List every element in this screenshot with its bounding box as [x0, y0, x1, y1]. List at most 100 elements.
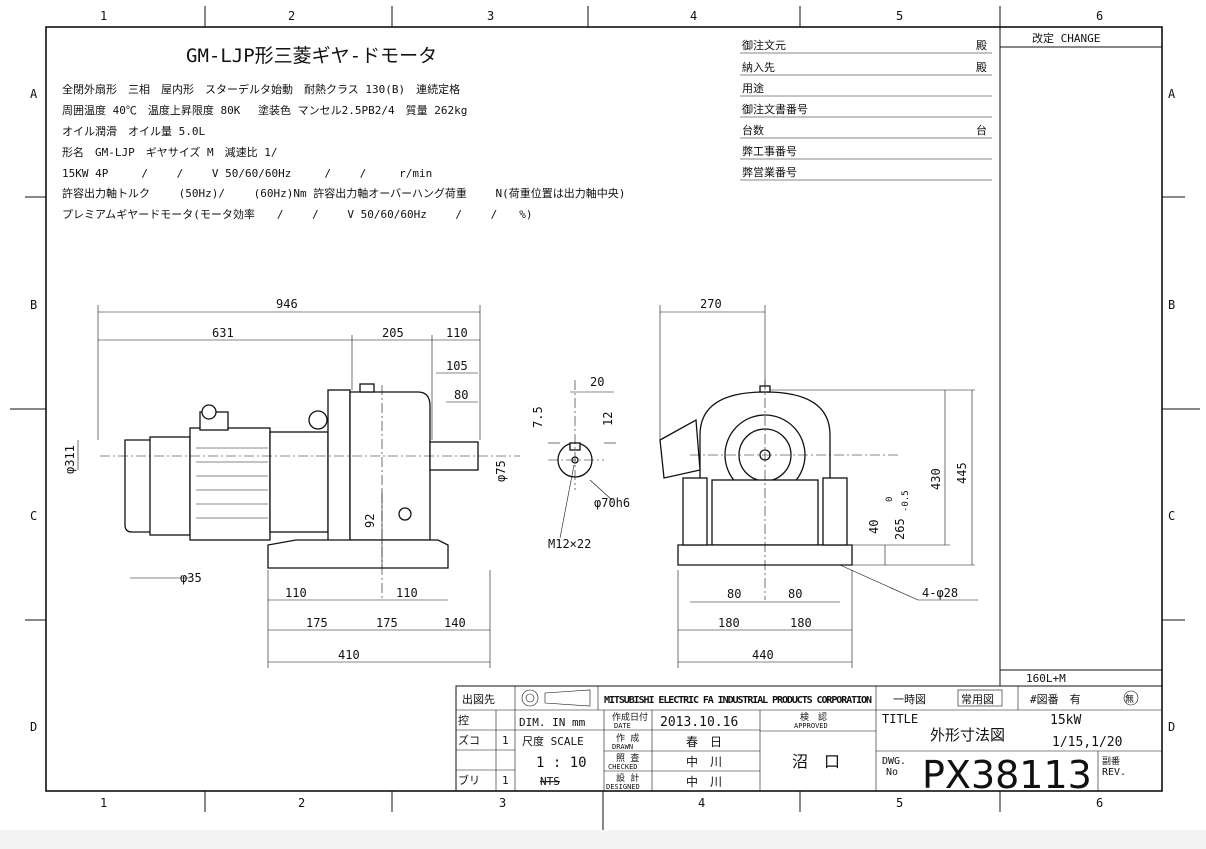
- drawn-label: 作 成: [616, 732, 639, 744]
- row-label: A: [1168, 87, 1176, 101]
- approved-label-en: APPROVED: [794, 722, 828, 730]
- drawing-no-flag: #図番 有: [1030, 692, 1081, 706]
- buri-label: ブリ: [458, 773, 480, 787]
- shaft-dimensions: 20 7.5 12 φ75 φ70h6 M12×22: [494, 375, 630, 551]
- frame-code: 160L+M: [1026, 672, 1066, 685]
- order-form-suffix: 殿: [976, 39, 987, 52]
- col-label: 5: [896, 796, 903, 810]
- side-dimension-lines: [77, 305, 491, 668]
- dimension-label: 105: [446, 359, 468, 373]
- dimension-label: 440: [752, 648, 774, 662]
- checked-label-en: CHECKED: [608, 763, 638, 771]
- designed-label-en: DESIGNED: [606, 783, 640, 791]
- motor-end: [149, 436, 191, 536]
- dimension-label: φ75: [494, 460, 508, 482]
- front-dimension-lines: [659, 305, 978, 668]
- dimension-label: M12×22: [548, 537, 591, 551]
- order-form-suffix: 殿: [976, 61, 987, 74]
- row-label: B: [1168, 298, 1175, 312]
- spec-line: オイル潤滑 オイル量 5.0L: [62, 125, 205, 138]
- product-title: GM-LJP形三菱ギヤ-ドモータ: [186, 45, 437, 67]
- zuko-count: 1: [502, 734, 509, 747]
- order-form-label: 御注文元: [742, 38, 786, 52]
- drawing-title: 外形寸法図: [930, 726, 1005, 744]
- date-label-en: DATE: [614, 722, 631, 730]
- date-label: 作成日付: [612, 711, 648, 723]
- approved-label: 検 認: [800, 711, 827, 723]
- dimension-label: 265: [893, 518, 907, 540]
- dimension-label: 175: [376, 616, 398, 630]
- zone-ticks: [10, 6, 1200, 830]
- row-label: D: [1168, 720, 1175, 734]
- nts-label: NTS: [540, 775, 560, 788]
- gear-flange: [327, 389, 351, 546]
- front-dimensions: 270 430 445 40 265 0 -0.5 80 80 180 180 …: [700, 297, 969, 662]
- spec-line: 形名 GM-LJP ギヤサイズ M 減速比 1/: [62, 145, 278, 159]
- tolerance-upper: 0: [885, 497, 895, 502]
- terminal-box-front: [659, 418, 701, 479]
- order-form-label: 納入先: [742, 61, 775, 74]
- side-view: [100, 383, 520, 600]
- gear-eyebolt: [308, 410, 328, 430]
- drawing-number: PX38113: [922, 753, 1092, 797]
- col-label: 4: [698, 796, 705, 810]
- dimension-label: 430: [929, 468, 943, 490]
- dimension-label: 80: [727, 587, 741, 601]
- checked-label: 照 査: [616, 752, 639, 764]
- dimension-label: φ311: [63, 445, 77, 474]
- scale-label: 尺度 SCALE: [522, 734, 584, 748]
- dimension-label: 4-φ28: [922, 586, 958, 600]
- row-label: C: [1168, 509, 1175, 523]
- title-block: 出図先 MITSUBISHI ELECTRIC FA INDUSTRIAL PR…: [455, 685, 1163, 797]
- col-label: 3: [487, 9, 494, 23]
- row-label: B: [30, 298, 37, 312]
- designed-by: 中 川: [686, 774, 722, 789]
- reduction-ratio: 1/15,1/20: [1052, 735, 1122, 750]
- dim-unit: DIM. IN mm: [519, 716, 586, 729]
- dimension-label: 7.5: [531, 406, 545, 428]
- date-value: 2013.10.16: [660, 715, 738, 730]
- dimension-label: 12: [601, 412, 615, 426]
- standard-drawing: 常用図: [961, 693, 994, 706]
- col-label: 5: [896, 9, 903, 23]
- spec-line: 許容出力軸トルク (50Hz)/ (60Hz)Nm 許容出力軸オーバーハング荷重…: [62, 186, 625, 200]
- dwg-label: DWG.: [882, 756, 906, 767]
- scale-value: 1 : 10: [536, 755, 587, 771]
- shaft-detail: [548, 380, 616, 539]
- order-form-suffix: 台: [976, 123, 987, 137]
- dimension-label: 40: [867, 520, 881, 534]
- col-label: 6: [1096, 9, 1103, 23]
- col-label: 3: [499, 796, 506, 810]
- dimension-label: 205: [382, 326, 404, 340]
- approved-by: 沼 口: [792, 752, 840, 771]
- issue-to-label: 出図先: [462, 692, 495, 706]
- rev-label-en: REV.: [1102, 767, 1126, 778]
- temp-drawing: 一時図: [893, 693, 926, 706]
- motor-frame: [189, 427, 271, 541]
- order-form-label: 用途: [742, 81, 764, 95]
- order-form-label: 弊営業番号: [742, 165, 797, 179]
- zone-labels: 1 2 3 4 5 6 1 2 3 4 5 6 A B C D A B C D: [30, 9, 1176, 810]
- control-label: 控: [458, 713, 469, 727]
- dimension-label: 110: [446, 326, 468, 340]
- order-form-label: 台数: [742, 123, 764, 137]
- dimension-label: 20: [590, 375, 604, 389]
- row-label: C: [30, 509, 37, 523]
- motor-flange: [269, 431, 329, 533]
- spec-block: 全閉外扇形 三相 屋内形 スターデルタ始動 耐熱クラス 130(B) 連続定格 …: [62, 82, 625, 221]
- change-header: 改定 CHANGE: [1032, 31, 1100, 45]
- dimension-label: 445: [955, 462, 969, 484]
- rev-label: 副番: [1102, 755, 1120, 767]
- order-form-label: 御注文書番号: [742, 102, 808, 116]
- designed-label: 設 計: [616, 772, 639, 784]
- spec-line: 15KW 4P / / V 50/60/60Hz / / r/min: [62, 167, 432, 180]
- col-label: 2: [298, 796, 305, 810]
- checked-by: 中 川: [686, 754, 722, 769]
- dimension-label: 110: [396, 586, 418, 600]
- company-name: MITSUBISHI ELECTRIC FA INDUSTRIAL PRODUC…: [604, 695, 872, 706]
- oil-plug: [359, 383, 375, 393]
- title-label: TITLE: [882, 712, 918, 726]
- tolerance-lower: -0.5: [901, 490, 911, 512]
- col-label: 6: [1096, 796, 1103, 810]
